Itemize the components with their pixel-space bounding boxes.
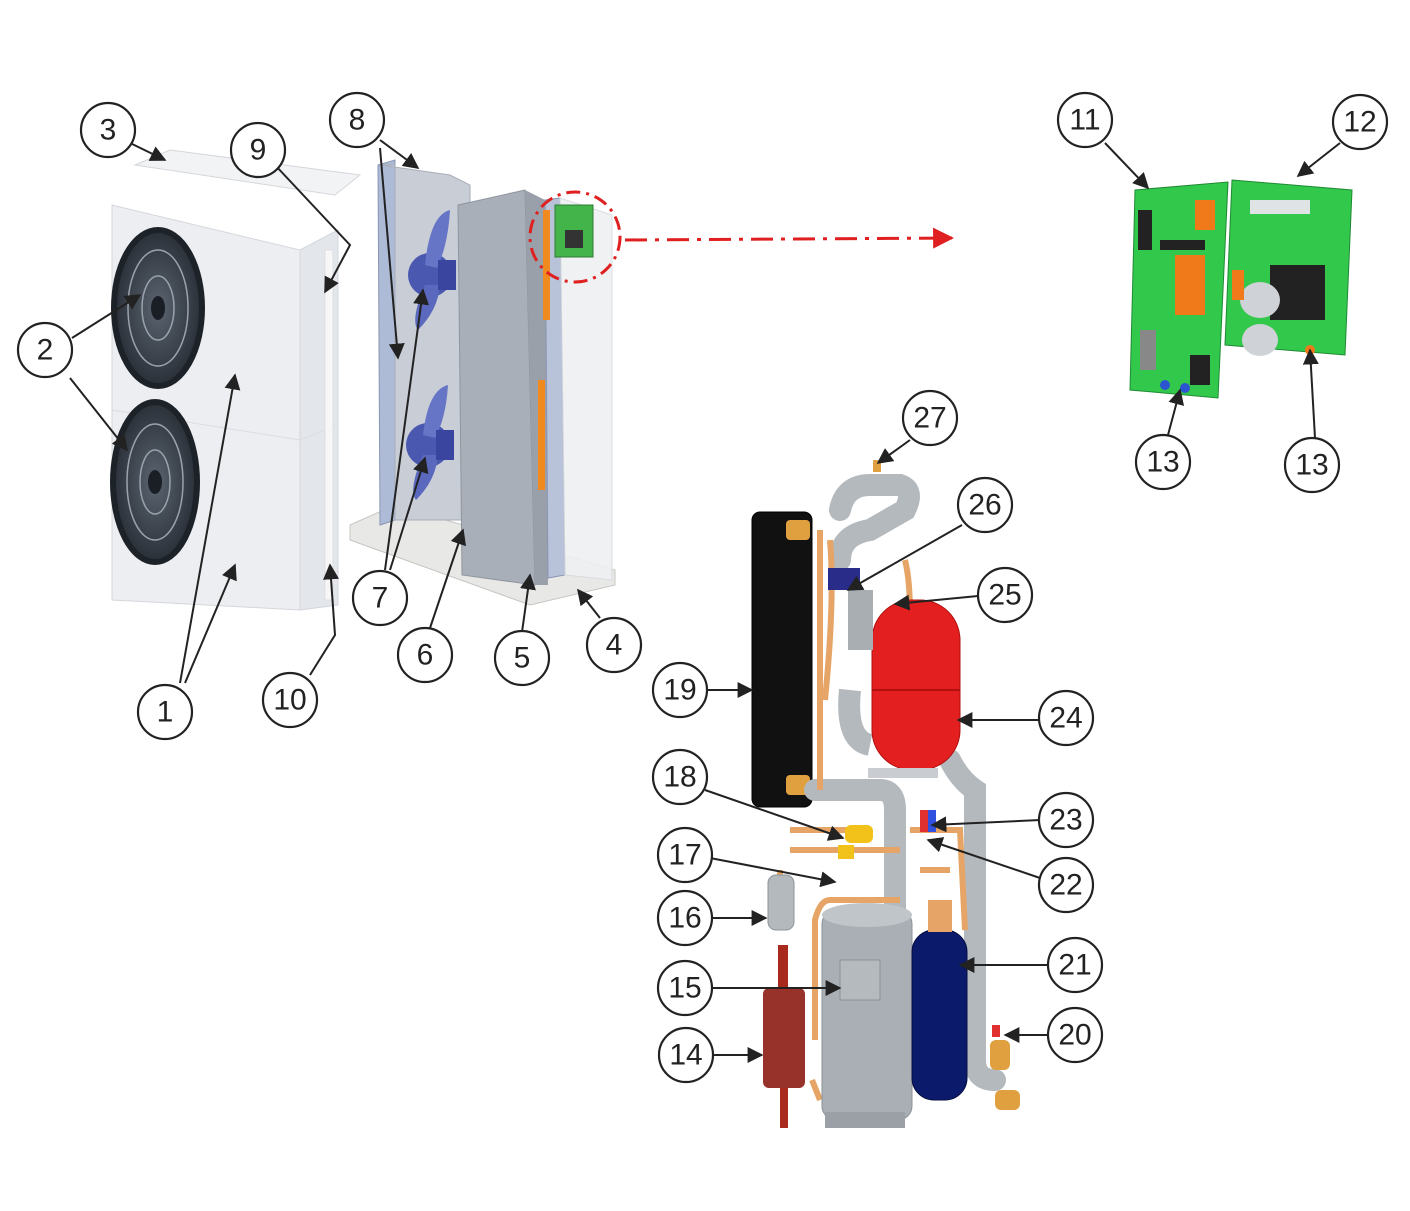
expansion-vessel (871, 599, 961, 771)
svg-text:12: 12 (1343, 106, 1376, 139)
pcb-inverter (1224, 179, 1353, 356)
callout-19: 19 (651, 661, 709, 719)
svg-text:4: 4 (606, 629, 623, 662)
svg-text:27: 27 (913, 402, 946, 435)
svg-text:8: 8 (349, 104, 366, 137)
svg-text:10: 10 (273, 684, 306, 717)
callout-4: 4 (585, 616, 643, 674)
buffer-tank (911, 929, 968, 1101)
callout-11: 11 (1056, 91, 1114, 149)
svg-text:17: 17 (668, 839, 701, 872)
plate-heat-exchanger (751, 511, 813, 808)
callout-24: 24 (1037, 689, 1095, 747)
callout-26: 26 (956, 476, 1014, 534)
callout-16: 16 (656, 889, 714, 947)
callout-7: 7 (351, 569, 409, 627)
zoom-indicator (528, 190, 955, 284)
svg-text:15: 15 (668, 972, 701, 1005)
fan-grille-lower (110, 399, 200, 565)
callout-10: 10 (261, 671, 319, 729)
svg-text:26: 26 (968, 489, 1001, 522)
callout-9: 9 (229, 121, 287, 179)
svg-text:9: 9 (250, 134, 267, 167)
callout-23: 23 (1037, 791, 1095, 849)
svg-text:25: 25 (988, 579, 1021, 612)
svg-text:20: 20 (1058, 1019, 1091, 1052)
callout-15: 15 (656, 959, 714, 1017)
svg-text:13: 13 (1295, 449, 1328, 482)
callout-2: 2 (16, 321, 74, 379)
fan-grille-upper (111, 227, 205, 389)
svg-text:19: 19 (663, 674, 696, 707)
svg-text:11: 11 (1069, 104, 1100, 137)
svg-text:24: 24 (1049, 702, 1082, 735)
callout-12: 12 (1331, 93, 1389, 151)
leader-lines (69, 139, 1341, 1063)
callout-13a: 13 (1134, 433, 1192, 491)
svg-text:13: 13 (1146, 446, 1179, 479)
svg-text:16: 16 (668, 902, 701, 935)
callout-27: 27 (901, 389, 959, 447)
pcb-main (1129, 181, 1229, 399)
svg-text:7: 7 (372, 582, 389, 615)
callout-14: 14 (657, 1026, 715, 1084)
filter-drier (767, 874, 795, 931)
svg-text:23: 23 (1049, 804, 1082, 837)
callout-22: 22 (1037, 856, 1095, 914)
compressor (821, 909, 913, 1121)
svg-text:3: 3 (100, 114, 117, 147)
callout-20: 20 (1046, 1006, 1104, 1064)
callout-1: 1 (136, 683, 194, 741)
open-unit-frame (349, 159, 616, 606)
callout-18: 18 (651, 748, 709, 806)
svg-text:22: 22 (1049, 869, 1082, 902)
callout-5: 5 (493, 629, 551, 687)
callout-6: 6 (396, 626, 454, 684)
callout-25: 25 (976, 566, 1034, 624)
liquid-receiver (763, 988, 805, 1088)
callout-21: 21 (1046, 936, 1104, 994)
svg-text:14: 14 (669, 1039, 702, 1072)
hydraulic-module (751, 460, 1020, 1128)
fan-blade-upper (408, 210, 456, 330)
svg-text:1: 1 (157, 696, 174, 729)
callout-17: 17 (656, 826, 714, 884)
svg-text:2: 2 (37, 334, 54, 367)
callout-8: 8 (328, 91, 386, 149)
svg-text:18: 18 (663, 761, 696, 794)
svg-text:21: 21 (1058, 949, 1091, 982)
callout-13b: 13 (1283, 436, 1341, 494)
svg-text:5: 5 (514, 642, 531, 675)
callout-3: 3 (79, 101, 137, 159)
svg-text:6: 6 (417, 639, 434, 672)
